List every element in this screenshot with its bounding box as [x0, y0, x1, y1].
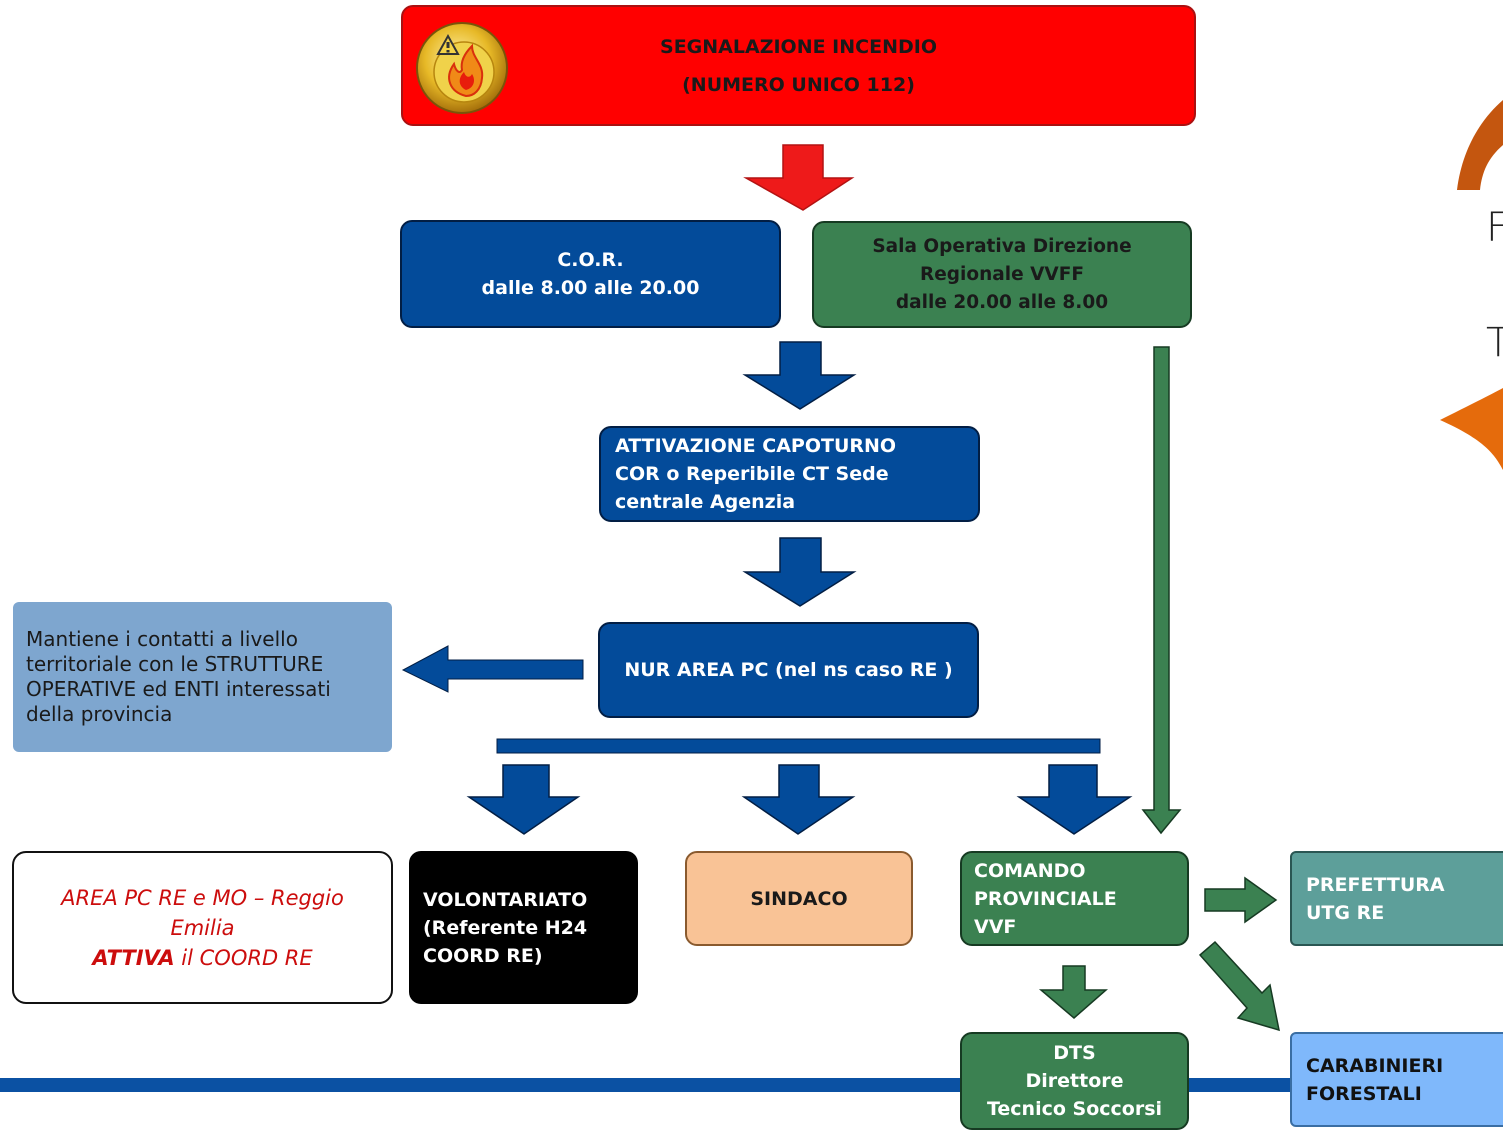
arrow-blue-down-3	[466, 764, 581, 835]
volontariato-line-1: VOLONTARIATO	[423, 888, 588, 911]
arrow-green-long	[1141, 346, 1182, 835]
distribution-bar	[496, 738, 1101, 754]
arrow-green-right	[1204, 876, 1278, 924]
note-line-3: OPERATIVE ed ENTI interessati	[26, 677, 331, 701]
carabinieri-line-2: FORESTALI	[1306, 1082, 1422, 1105]
arrow-blue-down-2	[742, 537, 857, 607]
prefettura-line-2: UTG RE	[1306, 901, 1385, 924]
attivazione-line-1: ATTIVAZIONE CAPOTURNO	[615, 435, 897, 457]
prefettura-box: PREFETTURA UTG RE	[1290, 851, 1503, 946]
bottom-band	[0, 1078, 1503, 1092]
orange-arc-decoration	[1457, 100, 1503, 190]
arrow-red-down	[743, 144, 855, 211]
sindaco-box: SINDACO	[685, 851, 913, 946]
edge-letter-t: T	[1486, 320, 1503, 366]
attivazione-line-2: COR o Reperibile CT Sede	[615, 463, 889, 485]
arrow-blue-left	[401, 645, 584, 693]
area-pc-line-3-rest: il COORD RE	[174, 945, 313, 970]
area-pc-box: AREA PC RE e MO – Reggio Emilia ATTIVA i…	[12, 851, 393, 1004]
area-pc-line-3: ATTIVA il COORD RE	[92, 943, 312, 973]
dts-line-3: Tecnico Soccorsi	[986, 1098, 1163, 1120]
note-line-1: Mantiene i contatti a livello	[26, 627, 298, 651]
arrow-blue-down-1	[742, 341, 857, 410]
arrow-green-diagonal	[1198, 940, 1280, 1032]
nur-box: NUR AREA PC (nel ns caso RE )	[598, 622, 979, 718]
dts-box: DTS Direttore Tecnico Soccorsi	[960, 1032, 1189, 1130]
prefettura-line-1: PREFETTURA	[1306, 873, 1445, 896]
volontariato-box: VOLONTARIATO (Referente H24 COORD RE)	[409, 851, 638, 1004]
header-subtitle: (NUMERO UNICO 112)	[682, 73, 915, 96]
note-box: Mantiene i contatti a livello territoria…	[13, 602, 392, 752]
cor-title: C.O.R.	[557, 249, 624, 271]
orange-point-decoration	[1440, 388, 1503, 470]
sindaco-label: SINDACO	[750, 887, 848, 910]
nur-label: NUR AREA PC (nel ns caso RE )	[624, 659, 953, 681]
carabinieri-box: CARABINIERI FORESTALI	[1290, 1032, 1503, 1127]
cor-hours: dalle 8.00 alle 20.00	[481, 277, 700, 299]
sala-line-2: Regionale VVFF	[920, 263, 1084, 285]
header-title: SEGNALAZIONE INCENDIO	[660, 35, 937, 58]
note-line-2: territoriale con le STRUTTURE	[26, 652, 324, 676]
attivazione-line-3: centrale Agenzia	[615, 491, 796, 513]
arrow-blue-down-5	[1016, 764, 1133, 835]
note-line-4: della provincia	[26, 702, 173, 726]
edge-letter-f: F	[1486, 205, 1503, 251]
dts-line-2: Direttore	[1025, 1070, 1124, 1092]
cor-box: C.O.R. dalle 8.00 alle 20.00	[400, 220, 781, 328]
comando-line-3: VVF	[974, 915, 1017, 938]
dts-line-1: DTS	[1053, 1042, 1096, 1064]
area-pc-line-1: AREA PC RE e MO – Reggio	[61, 885, 344, 910]
fire-warning-icon	[416, 22, 508, 114]
attivazione-box: ATTIVAZIONE CAPOTURNO COR o Reperibile C…	[599, 426, 980, 522]
sala-hours: dalle 20.00 alle 8.00	[895, 291, 1109, 313]
comando-line-1: COMANDO	[974, 859, 1086, 882]
area-pc-attiva: ATTIVA	[92, 945, 175, 970]
sala-operativa-box: Sala Operativa Direzione Regionale VVFF …	[812, 221, 1192, 328]
area-pc-line-2: Emilia	[170, 915, 235, 940]
comando-box: COMANDO PROVINCIALE VVF	[960, 851, 1189, 946]
comando-line-2: PROVINCIALE	[974, 887, 1117, 910]
volontariato-line-3: COORD RE)	[423, 944, 543, 967]
arrow-blue-down-4	[741, 764, 856, 835]
header-box: SEGNALAZIONE INCENDIO (NUMERO UNICO 112)	[401, 5, 1196, 126]
volontariato-line-2: (Referente H24	[423, 916, 588, 939]
carabinieri-line-1: CARABINIERI	[1306, 1054, 1444, 1077]
arrow-green-down	[1038, 965, 1108, 1019]
sala-line-1: Sala Operativa Direzione	[872, 235, 1132, 257]
